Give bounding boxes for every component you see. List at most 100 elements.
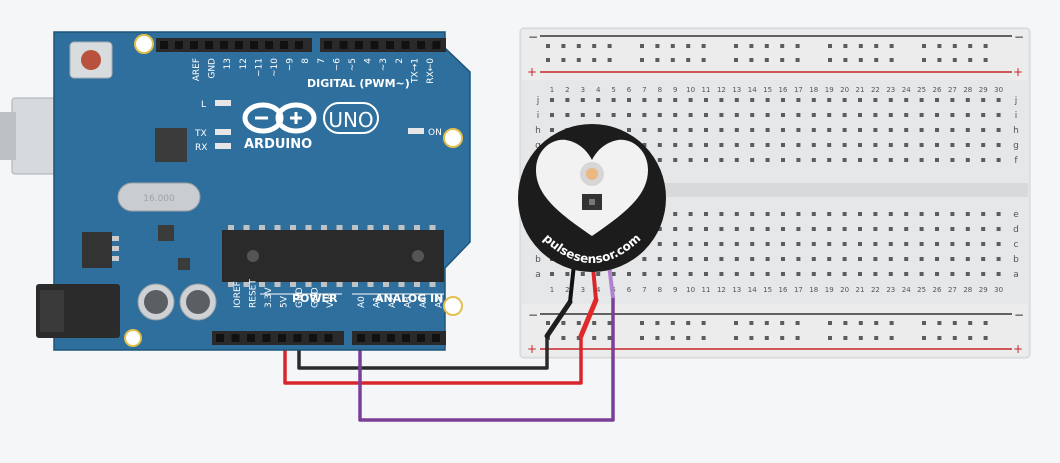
column-number: 1	[550, 286, 554, 294]
column-number: 21	[856, 286, 865, 294]
row-letter: c	[1014, 240, 1019, 250]
mounting-hole	[124, 329, 142, 347]
digital-header-label: DIGITAL (PWM~)	[307, 77, 410, 90]
header-socket[interactable]	[280, 41, 288, 49]
header-socket[interactable]	[324, 334, 333, 342]
usb-chip	[155, 128, 187, 162]
header-socket[interactable]	[370, 41, 379, 49]
header-socket[interactable]	[339, 41, 348, 49]
header-socket[interactable]	[262, 334, 271, 342]
column-number: 12	[717, 86, 726, 94]
5v-wire[interactable]	[283, 336, 583, 385]
header-socket[interactable]	[231, 334, 240, 342]
analog-section-label: ANALOG IN	[375, 292, 443, 305]
header-socket[interactable]	[432, 41, 441, 49]
led-on	[408, 128, 424, 134]
signal-wire[interactable]	[358, 296, 615, 422]
column-number: 4	[596, 86, 601, 94]
column-number: 17	[794, 286, 803, 294]
column-number: 20	[840, 86, 849, 94]
row-letter: i	[537, 111, 540, 121]
header-socket[interactable]	[205, 41, 213, 49]
rail-plus-label: +	[1013, 65, 1023, 79]
column-number: 15	[763, 86, 772, 94]
row-letter: a	[535, 270, 541, 280]
column-number: 21	[856, 86, 865, 94]
header-socket[interactable]	[355, 41, 363, 49]
header-socket[interactable]	[402, 334, 410, 342]
header-socket[interactable]	[417, 41, 425, 49]
row-letter: b	[535, 255, 541, 265]
column-number: 11	[702, 286, 711, 294]
header-socket[interactable]	[175, 41, 183, 49]
led-tx-label: TX	[194, 129, 207, 139]
column-number: 8	[658, 286, 662, 294]
column-number: 2	[565, 86, 569, 94]
led-l-label: L	[201, 100, 206, 110]
column-number: 30	[994, 86, 1003, 94]
pin-label: GND	[295, 287, 305, 308]
header-socket[interactable]	[190, 41, 198, 49]
header-socket[interactable]	[265, 41, 273, 49]
header-socket[interactable]	[324, 41, 332, 49]
header-socket[interactable]	[432, 334, 440, 342]
row-letter: j	[1014, 96, 1018, 106]
column-number: 19	[825, 286, 834, 294]
pin-label: 4	[364, 58, 374, 64]
row-letter: d	[1013, 225, 1019, 235]
header-socket[interactable]	[309, 334, 317, 342]
5v-jumper[interactable]	[578, 297, 599, 339]
row-letter: i	[1015, 111, 1018, 121]
row-letter: b	[1013, 255, 1019, 265]
column-number: 14	[748, 286, 757, 294]
arduino-uno[interactable]: 16.000 L TX RX ON	[0, 31, 471, 351]
row-letter: g	[1013, 141, 1019, 151]
column-number: 24	[902, 286, 911, 294]
pin-label: ~6	[332, 58, 342, 72]
row-letter: h	[535, 126, 541, 136]
header-socket[interactable]	[235, 41, 243, 49]
uno-model-text: UNO	[328, 108, 373, 132]
rail-minus-label: −	[528, 308, 538, 322]
column-number: 26	[933, 286, 942, 294]
column-number: 24	[902, 86, 911, 94]
header-socket[interactable]	[387, 334, 395, 342]
header-socket[interactable]	[295, 41, 303, 49]
column-number: 30	[994, 286, 1003, 294]
reset-button-cap[interactable]	[81, 50, 101, 70]
header-socket[interactable]	[372, 334, 380, 342]
pin-label: RESET	[249, 279, 259, 308]
pin-label: A3	[404, 296, 414, 308]
header-socket[interactable]	[401, 41, 410, 49]
power-header[interactable]	[212, 331, 446, 345]
row-letter: g	[535, 141, 541, 151]
header-socket[interactable]	[247, 334, 255, 342]
header-socket[interactable]	[417, 334, 425, 342]
header-socket[interactable]	[160, 41, 168, 49]
pulse-sensor[interactable]: pulsesensor.com	[518, 124, 666, 272]
pin-label: 13	[223, 58, 233, 69]
column-number: 20	[840, 286, 849, 294]
column-number: 27	[948, 286, 957, 294]
column-number: 22	[871, 286, 880, 294]
column-number: 8	[658, 86, 662, 94]
digital-header[interactable]	[156, 38, 446, 52]
pin-label: A4	[419, 296, 429, 308]
pin-label: 2	[395, 58, 405, 64]
header-socket[interactable]	[386, 41, 394, 49]
header-socket[interactable]	[278, 334, 286, 342]
gnd-jumper[interactable]	[544, 299, 573, 339]
header-socket[interactable]	[293, 334, 302, 342]
header-socket[interactable]	[220, 41, 228, 49]
header-socket[interactable]	[250, 41, 258, 49]
header-socket[interactable]	[357, 334, 365, 342]
header-socket[interactable]	[216, 334, 224, 342]
column-number: 9	[673, 286, 677, 294]
column-number: 22	[871, 86, 880, 94]
rail-plus-label: +	[527, 65, 537, 79]
pin-label: 12	[239, 58, 249, 69]
gnd-wire[interactable]	[297, 336, 549, 370]
